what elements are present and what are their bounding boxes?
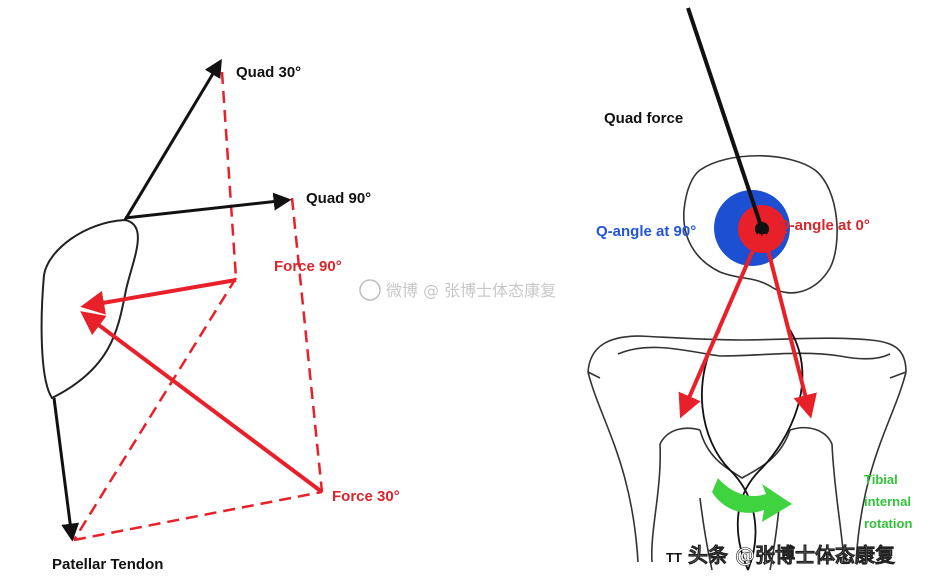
quad-90-vector: [124, 192, 292, 220]
force-90-label: Force 90°: [274, 258, 342, 275]
right-knee-diagram: Quad force Q-angle at 90° Q-angle at 0° …: [587, 7, 912, 571]
q-angle-0-label: Q-angle at 0°: [778, 217, 870, 234]
patella-outline: [40, 218, 139, 400]
tibia-outline: [587, 335, 907, 571]
force-parallelogram-dashed: [72, 71, 324, 542]
patella-pivot-dot: [755, 222, 769, 236]
quad-90-label: Quad 90°: [306, 190, 371, 207]
force-90-vector: [80, 278, 237, 315]
patellar-tendon-label: Patellar Tendon: [52, 556, 163, 573]
quad-30-vector: [123, 58, 222, 221]
center-watermark: 微博 @ 张博士体态康复: [359, 279, 556, 301]
quad-force-label: Quad force: [604, 110, 683, 127]
tt-label: TT: [666, 550, 682, 565]
force-30-label: Force 30°: [332, 488, 400, 505]
tibial-label-line1: Tibial: [864, 472, 898, 487]
force-30-vector: [80, 311, 324, 494]
quad-30-label: Quad 30°: [236, 64, 301, 81]
q-angle-90-force-arrow: [678, 233, 762, 419]
q-angle-0-force-arrow: [762, 233, 817, 419]
tibial-rotation-arrow-icon: [712, 478, 792, 522]
tibial-label-line2: internal: [864, 494, 911, 509]
q-angle-90-label: Q-angle at 90°: [596, 223, 696, 240]
quad-force-line: [686, 7, 764, 230]
left-force-diagram: Quad 30° Quad 90° Force 90° Force 30° Pa…: [40, 58, 400, 573]
corner-watermark: 头条 @张博士体态康复: [688, 543, 896, 567]
center-watermark-text: 微博 @ 张博士体态康复: [386, 281, 556, 300]
weibo-logo-icon: [359, 279, 381, 301]
patellar-tendon-vector: [52, 397, 80, 542]
tibial-label-line3: rotation: [864, 516, 912, 531]
tendon-twist-lines: [701, 329, 804, 571]
